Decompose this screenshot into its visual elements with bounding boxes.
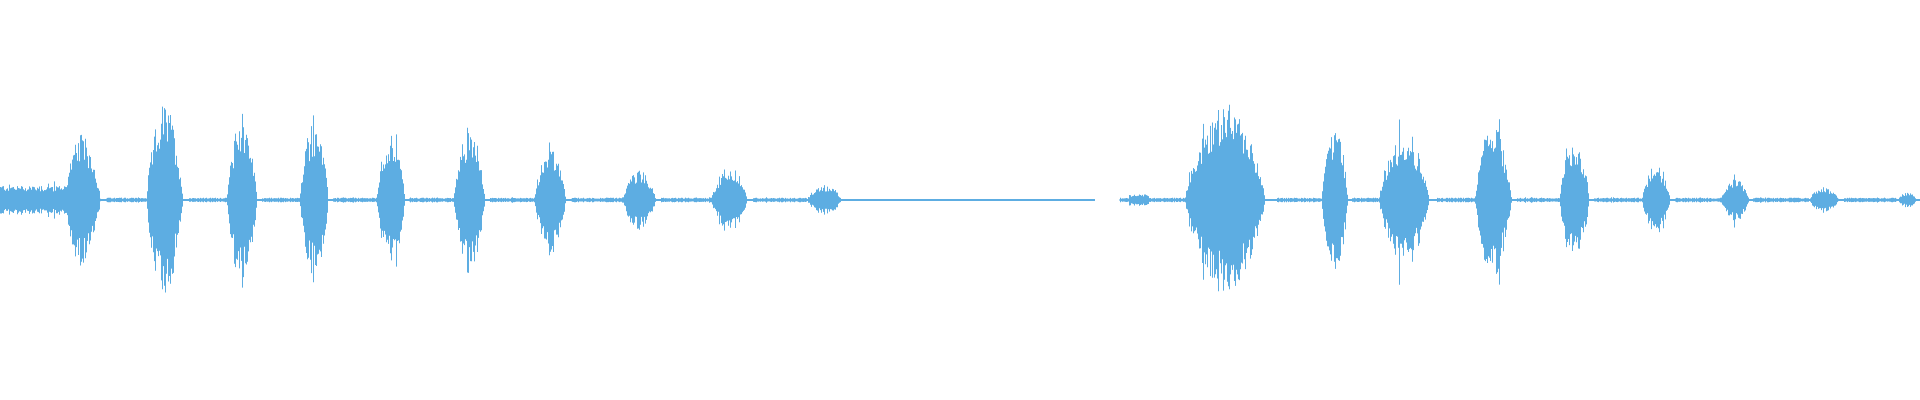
waveform-bars	[0, 104, 1920, 293]
